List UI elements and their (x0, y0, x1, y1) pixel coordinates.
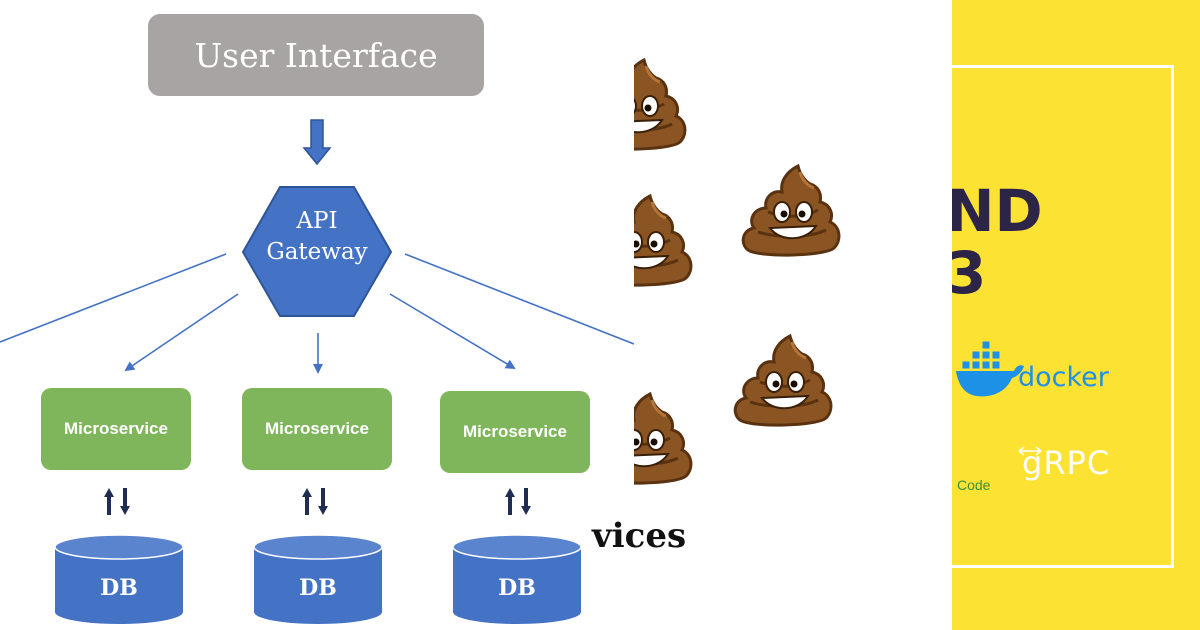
connector-right (389, 293, 516, 370)
pile-of-poo-icon (634, 194, 693, 287)
pile-of-poo-icon (741, 164, 841, 257)
connector-left (124, 293, 239, 372)
db-label-2: DB (299, 575, 337, 601)
emoji-collage-panel (634, 0, 952, 630)
sync-arrows-3 (505, 488, 531, 515)
ui-to-gateway-arrow (302, 119, 332, 166)
microservice-label-3: Microservice (463, 422, 567, 441)
services-caption-fragment: vices (592, 516, 687, 556)
docker-whale-icon (956, 340, 1024, 397)
db-label-1: DB (100, 575, 138, 601)
connector-layer (0, 119, 634, 624)
pile-of-poo-icon (634, 58, 687, 151)
connector-far-left (0, 253, 227, 343)
microservice-label-2: Microservice (265, 419, 369, 438)
pile-of-poo-icon (634, 392, 693, 485)
microservice-label-1: Microservice (64, 419, 168, 438)
microservice-box-1: Microservice (41, 388, 191, 470)
connector-far-right (404, 253, 634, 345)
cover-title-line2: 3 (952, 239, 987, 307)
db-cylinder-3 (452, 534, 582, 624)
grpc-arrows-icon (1018, 446, 1042, 456)
sync-arrows-1 (104, 488, 130, 515)
user-interface-box: User Interface (148, 14, 484, 96)
db-cylinder-2 (253, 534, 383, 624)
api-gateway-label-line2: Gateway (266, 239, 368, 265)
code-label: Code (957, 477, 991, 493)
pile-of-poo-icon (733, 334, 833, 427)
db-cylinder-1 (54, 534, 184, 624)
docker-label: docker (1018, 362, 1109, 393)
cover-panel: ND 3 docker gRPC Code (952, 0, 1200, 630)
api-gateway-label: API Gateway (244, 206, 390, 268)
cover-title-line1: ND (952, 177, 1043, 245)
db-label-3: DB (498, 575, 536, 601)
sync-arrows-2 (302, 488, 328, 515)
architecture-diagram-panel: User Interface API Gateway Microservice … (0, 14, 634, 624)
user-interface-label: User Interface (194, 35, 438, 75)
api-gateway-label-line1: API (296, 208, 338, 234)
api-gateway-hexagon (241, 186, 393, 317)
microservice-box-3: Microservice (440, 391, 590, 473)
cover-frame (952, 65, 1174, 568)
microservice-box-2: Microservice (242, 388, 392, 470)
grpc-label: gRPC (1022, 444, 1111, 482)
logo-layer (956, 340, 1042, 456)
